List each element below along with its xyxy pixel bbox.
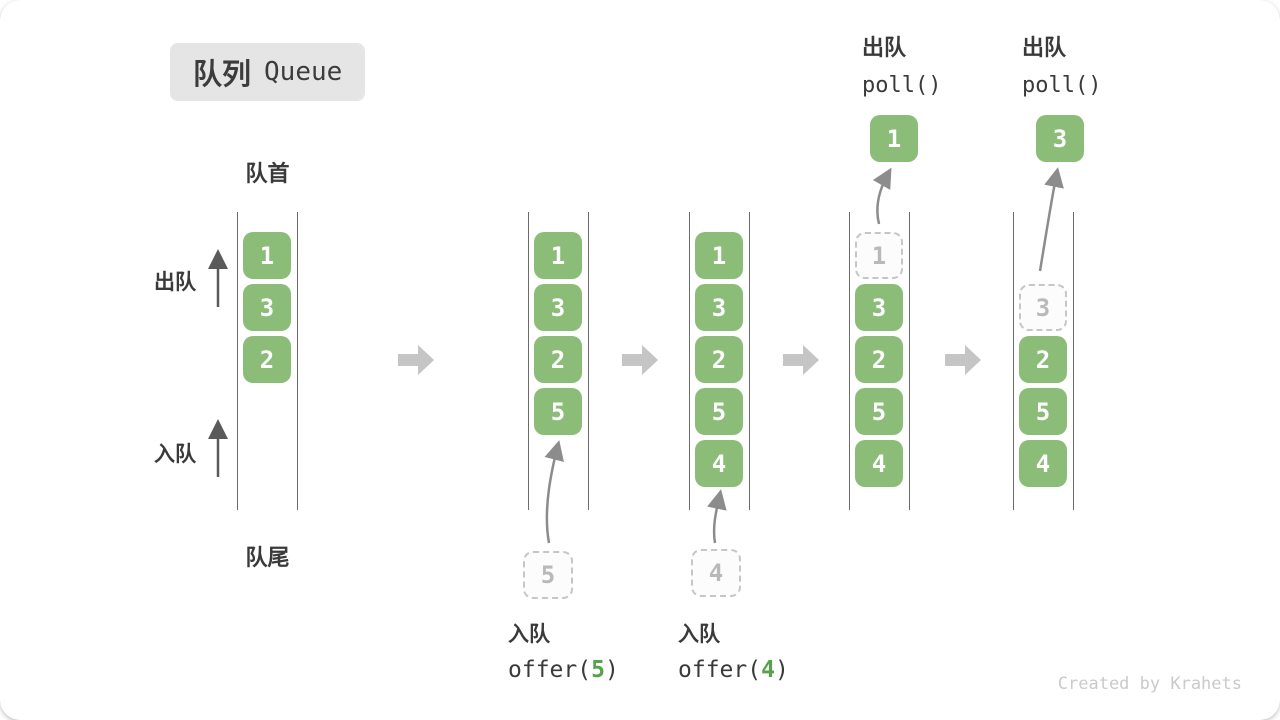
queue-element: 1 [243,232,291,279]
queue-channel-2: 1 3 2 5 [528,212,589,510]
label-enqueue: 入队 [154,443,196,466]
queue-element: 5 [695,388,743,435]
queue-channel-1: 1 3 2 [237,212,298,510]
queue-element: 5 [1019,388,1067,435]
code-arg: 4 [761,657,775,683]
queue-element-removed: 1 [855,232,903,279]
queue-element: 2 [695,336,743,383]
queue-element: 3 [243,284,291,331]
queue-element: 5 [534,388,582,435]
op-label: 出队 [862,35,907,60]
code-text: offer( [508,657,592,683]
label-queue-rear: 队尾 [245,545,290,570]
incoming-element: 5 [523,551,573,599]
label-queue-front: 队首 [245,161,290,186]
op-code: offer(4) [678,657,789,683]
flow-arrow-icon [398,345,434,375]
op-enqueue-1: 入队 offer(5) [508,618,619,683]
queue-element: 1 [695,232,743,279]
polled-element: 3 [1036,115,1084,162]
queue-element: 4 [695,440,743,487]
polled-element: 1 [870,115,918,162]
queue-element: 2 [243,336,291,383]
queue-channel-4: 1 3 2 5 4 [849,212,910,510]
op-label: 入队 [508,623,550,646]
op-label: 入队 [678,623,720,646]
queue-element: 2 [1019,336,1067,383]
watermark: Created by Krahets [1057,674,1242,694]
label-dequeue: 出队 [154,271,196,294]
flow-arrow-icon [945,345,981,375]
title-en: Queue [264,57,343,87]
queue-element: 3 [534,284,582,331]
op-code: poll() [862,73,942,98]
code-text: ) [774,657,789,683]
queue-element: 4 [1019,440,1067,487]
op-enqueue-2: 入队 offer(4) [678,618,789,683]
queue-element: 1 [534,232,582,279]
incoming-element: 4 [691,549,741,597]
op-label: 出队 [1022,35,1067,60]
queue-element: 3 [695,284,743,331]
queue-element: 2 [534,336,582,383]
code-text: ) [604,657,619,683]
code-text: offer( [678,657,762,683]
queue-element: 3 [855,284,903,331]
op-dequeue-2: 出队 poll() [1022,30,1101,98]
queue-channel-3: 1 3 2 5 4 [689,212,750,510]
code-arg: 5 [591,657,605,683]
op-code: poll() [1022,73,1102,98]
title-badge: 队列 Queue [170,43,366,101]
flow-arrow-icon [783,345,819,375]
queue-element: 2 [855,336,903,383]
queue-element: 4 [855,440,903,487]
queue-channel-5: 3 2 5 4 [1013,212,1074,510]
title-zh: 队列 [193,59,252,91]
queue-element-removed: 3 [1019,284,1067,331]
op-dequeue-1: 出队 poll() [862,30,941,98]
flow-arrow-icon [622,345,658,375]
queue-element: 5 [855,388,903,435]
op-code: offer(5) [508,657,619,683]
